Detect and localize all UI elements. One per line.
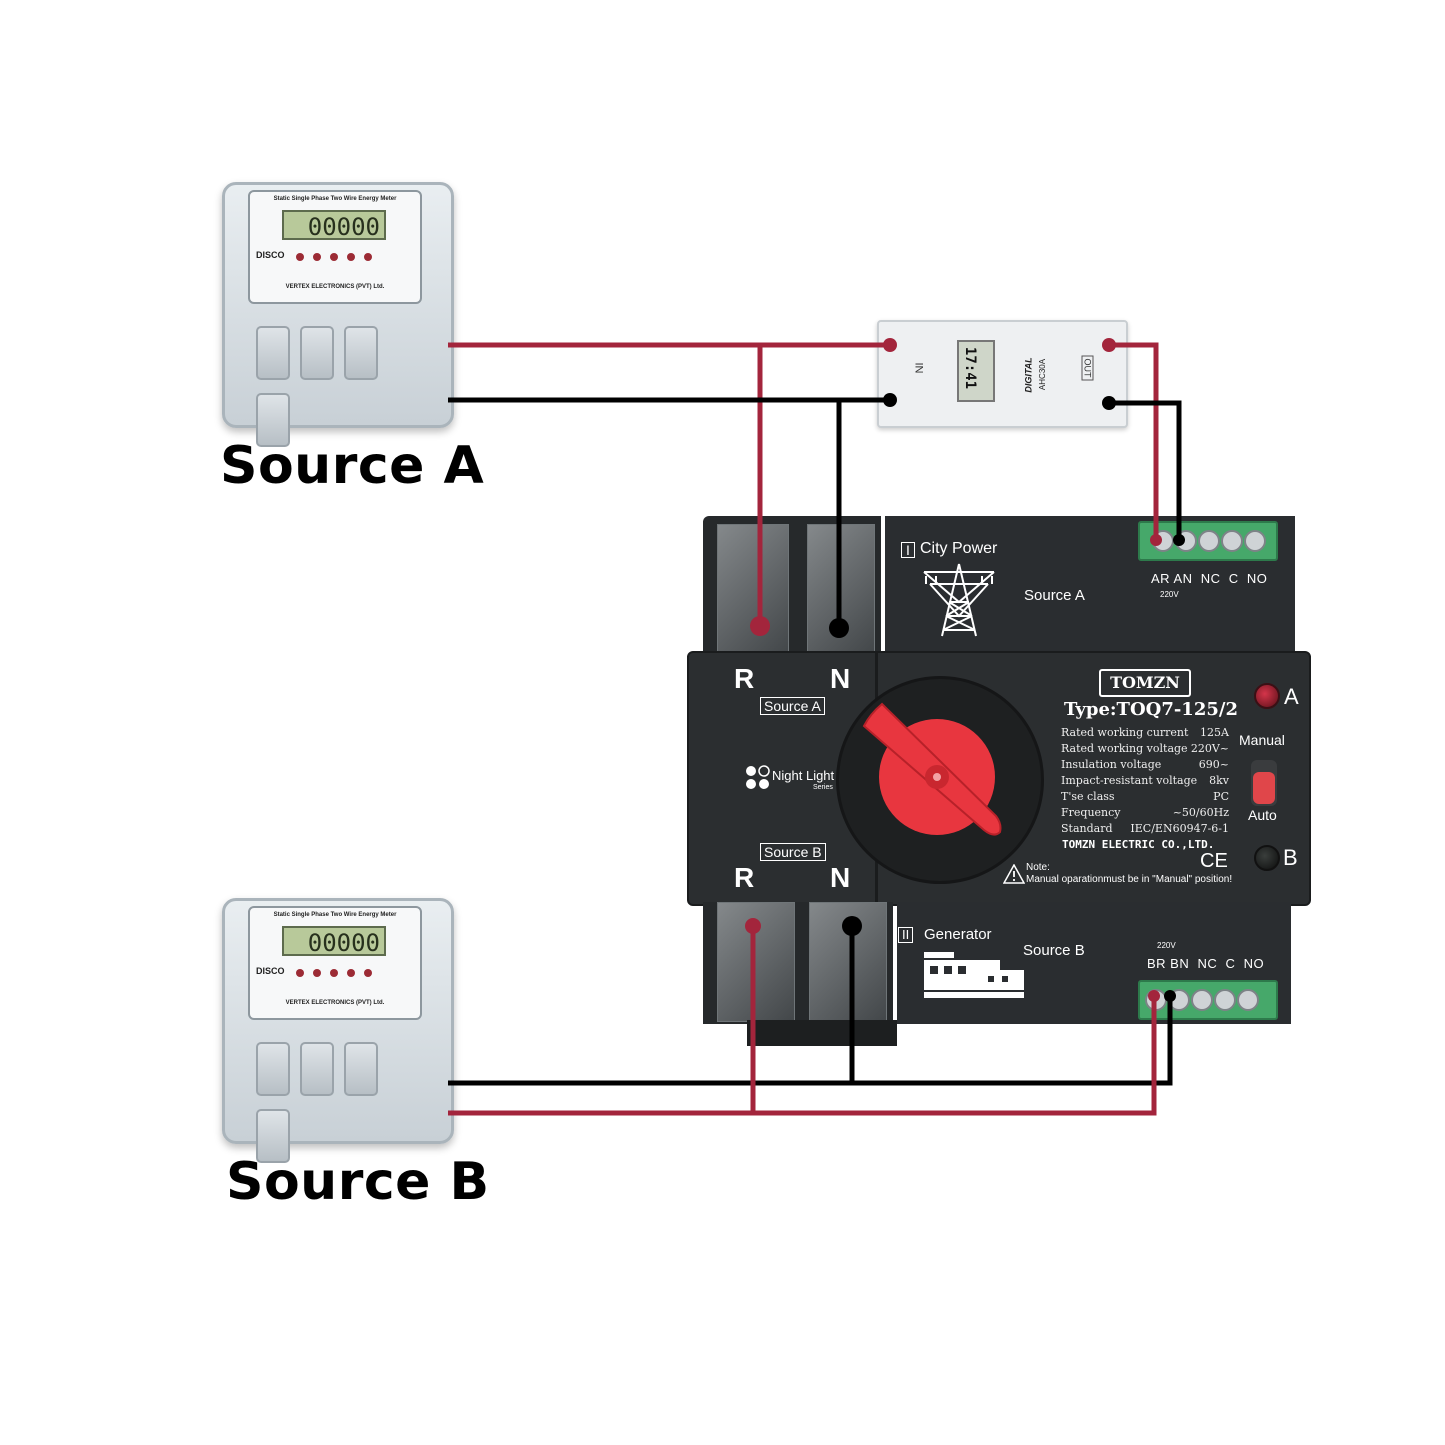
- wire-dot-live-timer-out: [1102, 338, 1116, 352]
- wire-dot-r-top: [750, 616, 770, 636]
- box-source-b: Source B: [760, 843, 826, 861]
- spec-row: Frequency~50/60Hz: [1061, 806, 1229, 819]
- company-name: TOMZN ELECTRIC CO.,LTD.: [1062, 838, 1215, 851]
- note-title: Note:: [1026, 862, 1050, 873]
- source-b-label: Source B: [226, 1152, 490, 1212]
- meter-faceplate: Static Single Phase Two Wire Energy Mete…: [248, 906, 422, 1020]
- terminal-voltage-b: 220V: [1157, 941, 1176, 950]
- wire-dot-ar: [1150, 534, 1162, 546]
- meter-maker: VERTEX ELECTRONICS (PVT) Ltd.: [285, 1000, 385, 1006]
- wire-dot-an: [1173, 534, 1185, 546]
- wire-dot-br: [1148, 990, 1160, 1002]
- ats-source-b-label: Source B: [1023, 942, 1085, 959]
- power-tower-icon: [923, 563, 995, 637]
- note-text: Manual oparationmust be in "Manual" posi…: [1026, 874, 1233, 885]
- meter-indicator-leds: [296, 248, 381, 266]
- wire-live-a: [448, 342, 890, 626]
- wire-live-b: [448, 926, 1157, 1116]
- meter-maker: VERTEX ELECTRONICS (PVT) Ltd.: [285, 284, 385, 290]
- type-designation: Type:TOQ7-125/2: [1064, 699, 1238, 720]
- wire-live-timer-out: [1109, 342, 1159, 540]
- ce-mark: CE: [1200, 850, 1228, 872]
- meter-title: Static Single Phase Two Wire Energy Mete…: [273, 196, 397, 202]
- ats-base: [747, 1020, 897, 1046]
- meter-terminals: [250, 318, 420, 447]
- mode-manual-label: Manual: [1239, 732, 1285, 748]
- series-name: Night Light: [772, 768, 835, 783]
- terminal-n-bottom: N: [830, 862, 851, 893]
- series-sub: Series: [813, 784, 833, 791]
- indicator-led-a: [1254, 683, 1280, 709]
- ats-source-a-label: Source A: [1024, 587, 1085, 604]
- generator-icon-mark: II: [898, 927, 914, 943]
- wire-dot-neutral-timer-out: [1102, 396, 1116, 410]
- wire-neutral-timer-out: [1109, 400, 1182, 540]
- wire-dot-n-bottom: [842, 916, 862, 936]
- generator-icon: [924, 952, 1024, 998]
- wire-neutral-a: [448, 397, 890, 628]
- meter-indicator-leds: [296, 964, 381, 982]
- energy-meter-source-a: Static Single Phase Two Wire Energy Mete…: [222, 182, 454, 447]
- meter-disco-label: DISCO: [256, 966, 285, 976]
- programmable-time-switch: IN 17:41 DIGITAL AHC30A OUT: [877, 320, 1128, 428]
- meter-display: 00000: [282, 926, 386, 957]
- city-power-icon: I: [901, 542, 915, 558]
- mode-switch[interactable]: [1253, 772, 1275, 804]
- indicator-led-b: [1254, 845, 1280, 871]
- meter-terminals: [250, 1034, 420, 1163]
- brand-logo: TOMZN: [1099, 669, 1191, 697]
- meter-faceplate: Static Single Phase Two Wire Energy Mete…: [248, 190, 422, 304]
- wire-dot-neutral-timer-in: [883, 393, 897, 407]
- selector-knob[interactable]: [852, 692, 1022, 862]
- wire-neutral-b: [448, 926, 1173, 1086]
- meter-disco-label: DISCO: [256, 250, 285, 260]
- wire-dot-n-top: [829, 618, 849, 638]
- indicator-a-label: A: [1284, 684, 1299, 709]
- wire-dot-live-timer-in: [883, 338, 897, 352]
- city-power-label: City Power: [920, 540, 998, 557]
- wire-dot-bn: [1164, 990, 1176, 1002]
- terminal-block-source-a: [1138, 521, 1278, 561]
- energy-meter-source-b: Static Single Phase Two Wire Energy Mete…: [222, 898, 454, 1163]
- terminal-pins-a: AR AN NC C NO: [1151, 571, 1268, 586]
- indicator-b-label: B: [1283, 845, 1298, 870]
- mode-auto-label: Auto: [1248, 807, 1277, 823]
- generator-label: Generator: [924, 926, 992, 943]
- meter-title: Static Single Phase Two Wire Energy Mete…: [273, 912, 397, 918]
- meter-display: 00000: [282, 210, 386, 241]
- source-a-label: Source A: [220, 436, 485, 496]
- wire-dot-r-bottom: [745, 918, 761, 934]
- terminal-pins-b: BR BN NC C NO: [1147, 956, 1265, 971]
- terminal-r-bottom: R: [734, 862, 755, 893]
- warning-icon: [1003, 864, 1025, 884]
- terminal-voltage-a: 220V: [1160, 590, 1179, 599]
- terminal-n-top: N: [830, 663, 851, 694]
- timer-display: 17:41: [957, 340, 995, 402]
- manual-note: Note: Manual oparationmust be in "Manual…: [1026, 862, 1232, 886]
- night-light-logo-icon: [746, 765, 770, 789]
- box-source-a: Source A: [760, 697, 825, 715]
- terminal-r-top: R: [734, 663, 755, 694]
